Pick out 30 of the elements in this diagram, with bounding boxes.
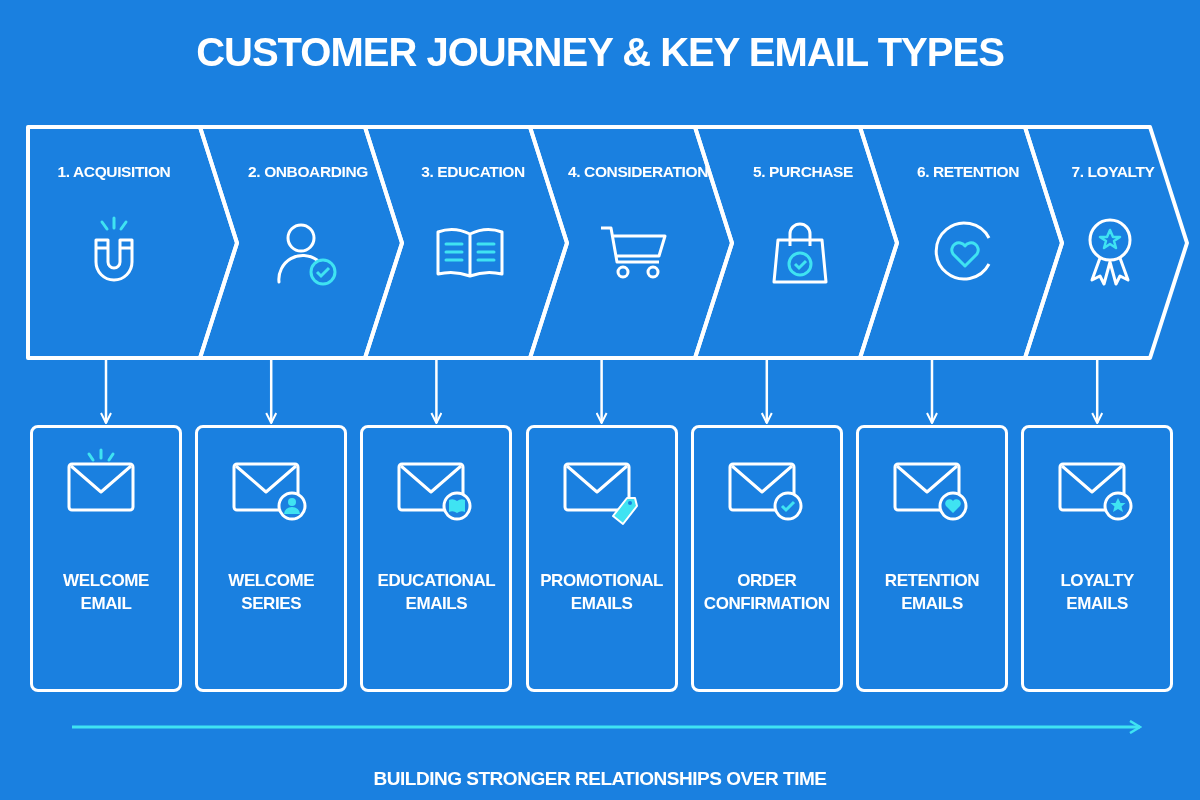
email-type-label: EDUCATIONAL EMAILS	[376, 570, 497, 615]
email-type-label: LOYALTY EMAILS	[1059, 570, 1135, 615]
stage-title: 4. CONSIDERATION	[568, 162, 708, 182]
stage-title: 2. ONBOARDING	[248, 162, 368, 182]
email-card	[690, 425, 843, 692]
email-type-label: ORDER CONFIRMATION	[702, 570, 831, 615]
footer-caption: BUILDING STRONGER RELATIONSHIPS OVER TIME	[373, 767, 827, 791]
arrow	[760, 360, 773, 424]
arrow	[100, 360, 112, 424]
email-card	[856, 425, 1008, 692]
stage-title: 6. RETENTION	[916, 162, 1020, 182]
email-type-label: WELCOME EMAIL	[62, 570, 150, 615]
stage-title: 3. EDUCATION	[421, 162, 525, 182]
email-card	[195, 425, 348, 692]
email-type-label: RETENTION EMAILS	[883, 570, 981, 615]
stage-title: 1. ACQUISITION	[57, 162, 171, 182]
email-type-label: PROMOTIONAL EMAILS	[539, 570, 664, 615]
email-card	[360, 425, 513, 692]
email-card	[525, 425, 678, 692]
stage-title: 7. LOYALTY	[1071, 162, 1155, 182]
arrow	[265, 360, 278, 424]
email-type-label: WELCOME SERIES	[227, 570, 316, 615]
email-card	[1021, 425, 1174, 692]
arrow	[926, 360, 938, 424]
arrow	[430, 360, 443, 424]
title: CUSTOMER JOURNEY & KEY EMAIL TYPES	[195, 29, 1005, 76]
arrow	[1091, 360, 1104, 424]
email-card	[30, 425, 182, 692]
arrow	[595, 360, 608, 424]
stage-title: 5. PURCHASE	[753, 162, 853, 182]
